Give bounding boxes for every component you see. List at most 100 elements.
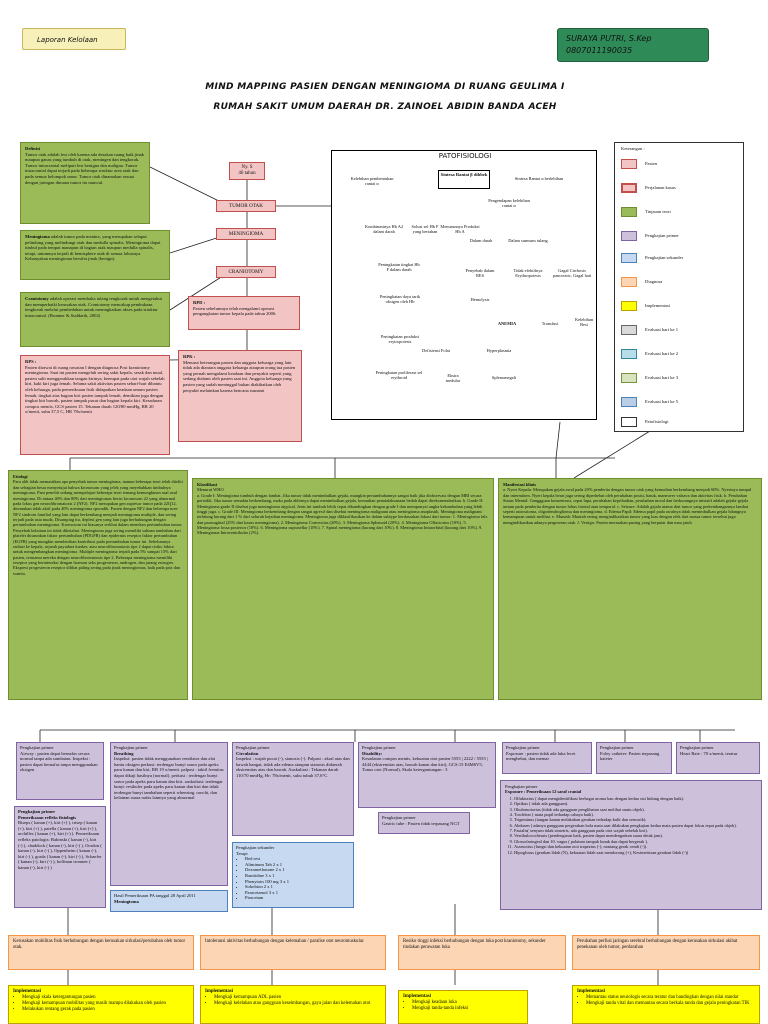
primer-refleks-sub: Pemeriksaan refleks fisiologis bbox=[18, 814, 77, 820]
cranial-item: Assesorius (fungsi dan kekuatan otot tra… bbox=[514, 844, 757, 849]
primer-circulation-box: Pengkajian primer Circulation Inspeksi :… bbox=[232, 742, 354, 836]
pato-node-19: Defisiensi Folat bbox=[422, 348, 450, 353]
legend-swatch bbox=[621, 325, 637, 335]
meningioma-heading: Meningioma bbox=[25, 234, 50, 239]
implementasi-item: Mengkaji kemampuan ADL pasien bbox=[214, 995, 381, 1001]
diagnosa-box-2: Intoleransi aktivitas berhubungan dengan… bbox=[200, 935, 386, 970]
rps-box: RPS : Pasien dirawat di ruang rawatan I … bbox=[20, 355, 170, 455]
primer-disability-text: Kesadaran compos mentis, kekuatan otot p… bbox=[362, 756, 488, 773]
legend-label: Diagnosa bbox=[645, 279, 663, 284]
patient-box: Ny. S 46 tahun bbox=[229, 162, 265, 180]
primer-circulation-text: Inspeksi : wajah pucat (-), sianosis (-)… bbox=[236, 756, 350, 778]
sekunder-item: Phenytoin 100 mg 3 x 1 bbox=[245, 879, 350, 885]
pato-node-14: Hemolysis bbox=[470, 297, 490, 302]
sekunder-item: Aliminum Tab 2 x 1 bbox=[245, 862, 350, 868]
primer-gastric-text: Gastric tube : Pasien tidak terpasang NG… bbox=[382, 820, 460, 826]
rpd-box: RPD : Pasien sebelumnya telah mengalami … bbox=[188, 296, 300, 330]
legend-label: Evaluasi hari ke 3 bbox=[645, 375, 679, 380]
sekunder-item: Dexamethasone 2 x 1 bbox=[245, 867, 350, 873]
legend-swatch bbox=[621, 183, 637, 193]
primer-disability-heading: Pengkajian primer bbox=[362, 745, 396, 750]
legend-swatch bbox=[621, 373, 637, 383]
cranial-item: Optikus ( tidak ada gangguan). bbox=[514, 801, 757, 806]
page-title-line1: MIND MAPPING PASIEN DENGAN MENINGIOMA DI… bbox=[205, 82, 565, 92]
implementasi-heading: Implementasi bbox=[403, 994, 431, 999]
primer-airway-text: Airway : pasien dapat bernafas secara no… bbox=[20, 750, 98, 773]
primer-refleks-text: Biseps ( kanan (+), kiri (+) ), trisep (… bbox=[18, 820, 102, 870]
cranial-item: Glossofaringeal dan 10. vagus ( palatum … bbox=[514, 839, 757, 844]
cranial-item: Trochlear ( mata pupil terhadap cahaya b… bbox=[514, 812, 757, 817]
legend-label: Evaluasi hari ke 5 bbox=[645, 399, 679, 404]
implementasi-heading: Implementasi bbox=[577, 989, 605, 994]
diagnosa-box-3: Resiko tinggi infeksi berhubungan dengan… bbox=[398, 935, 566, 970]
craniotomy-label: CRANIOTOMY bbox=[228, 269, 264, 275]
cranial-item: Olfaktorius ( dapat mengidentifikasi ber… bbox=[514, 796, 757, 801]
diagnosa-text: Intoleransi aktivitas berhubungan dengan… bbox=[205, 939, 365, 944]
tumor-otak-box: TUMOR OTAK bbox=[216, 200, 276, 212]
implementasi-box-1: Implementasi Mengkaji skala ketergantung… bbox=[8, 985, 194, 1024]
primer-refleks-heading: Pengkajian primer bbox=[18, 809, 56, 814]
cranial-nerve-box: Pengkajian primer Exposure : Pemeriksaan… bbox=[500, 780, 762, 910]
pato-node-7: Peningkatan tingkat Hb F dalam darah bbox=[378, 262, 420, 273]
diagnosa-text: Kerusakan mobilitas fisik berhubungan de… bbox=[13, 939, 186, 950]
rpd-text: Pasien sebelumnya telah mengalami operas… bbox=[193, 305, 277, 317]
rpk-heading: RPK : bbox=[183, 354, 196, 359]
legend-label: Implementasi bbox=[645, 303, 671, 308]
legend-label: Perjalanan kasus bbox=[645, 185, 676, 190]
legend-label: Pengkajian primer bbox=[645, 233, 679, 238]
cranial-item: Trigeminus (tangan kanan melakukan gerak… bbox=[514, 817, 757, 822]
craniotomy-definition-box: Craniotomy adalah operasi membuka tulang… bbox=[20, 292, 170, 347]
implementasi-item: Mengkaji tanda vital dan memantau secara… bbox=[586, 1001, 755, 1007]
legend-swatch bbox=[621, 301, 637, 311]
legend-swatch bbox=[621, 231, 637, 241]
pemeriksaan-pa-box: Hasil Pemeriksaan PA tanggal 28 April 20… bbox=[110, 890, 228, 912]
cranial-heading: Pengkajian primer bbox=[505, 784, 538, 789]
pato-node-20: Hyperplasmia bbox=[486, 348, 512, 353]
pato-node-4: Solusi sel Hb F yang bertahan bbox=[411, 224, 439, 235]
sekunder-item: Ranitidine 3 x 1 bbox=[245, 873, 350, 879]
meningioma-box: MENINGIOMA bbox=[216, 228, 276, 240]
klasifikasi-heading: Klasifikasi bbox=[197, 482, 218, 487]
pato-node-1: Kelebihan pembentukan rantai α bbox=[350, 176, 394, 187]
definisi-text: Tumor otak adalah lesi oleh karena ada d… bbox=[25, 151, 144, 185]
pato-node-8: Dalam darah bbox=[469, 238, 493, 243]
primer-breathing-heading: Pengkajian primer bbox=[114, 745, 148, 750]
rpd-heading: RPD : bbox=[193, 300, 206, 305]
implementasi-item: Mengkaji keadaan luka bbox=[412, 1000, 523, 1006]
implementasi-item: Melakukan rentang gerak pada pasien bbox=[22, 1007, 189, 1013]
primer-heart-box: Pengkajian primer Heart Rate : 78 x/meni… bbox=[676, 742, 760, 774]
primer-foley-box: Pengkajian primer Foley catheter: Pasien… bbox=[596, 742, 672, 774]
klasifikasi-intro: Menurut WHO bbox=[197, 487, 224, 493]
legend-box: Keterangan : Pasien Perjalanan kasus Tin… bbox=[614, 142, 744, 432]
pato-node-16: ANEMIA bbox=[497, 321, 517, 326]
etiologi-heading: Etiologi bbox=[13, 474, 28, 479]
sekunder-sub: Terapi bbox=[236, 850, 248, 856]
craniotomy-text: adalah operasi membuka tulang tengkorak … bbox=[25, 296, 162, 318]
implementasi-box-2: Implementasi Mengkaji kemampuan ADL pasi… bbox=[200, 985, 386, 1024]
primer-airway-heading: Pengkajian primer bbox=[20, 745, 54, 750]
legend-swatch bbox=[621, 277, 637, 287]
legend-label: Pasien bbox=[645, 161, 657, 166]
pato-node-22: Ekstra medular bbox=[445, 373, 461, 384]
pemeriksaan-pa-text: Hasil Pemeriksaan PA tanggal 28 April 20… bbox=[114, 893, 196, 898]
legend-swatch bbox=[621, 349, 637, 359]
implementasi-item: Mengkaji skala ketergantungan pasien bbox=[22, 995, 189, 1001]
klasifikasi-text: a. Grade I: Meningioma tumbuh dengan lam… bbox=[197, 492, 488, 536]
patofisiologi-frame bbox=[331, 150, 597, 420]
cranial-item: Vestibulocochearis (pendengaran baik, pa… bbox=[514, 833, 757, 838]
pato-node-17: Transfusi bbox=[541, 321, 559, 326]
primer-refleks-box: Pengkajian primer Pemeriksaan refleks fi… bbox=[14, 806, 106, 908]
sekunder-item: Paracetamol 3 x 1 bbox=[245, 890, 350, 896]
cranial-item: Abdusen ( adanya gangguan pergerakan bol… bbox=[514, 823, 757, 828]
legend-label: Pengkajian sekunder bbox=[645, 255, 684, 260]
report-tag: Laporan Kelolaan bbox=[22, 28, 126, 50]
implementasi-heading: Implementasi bbox=[13, 989, 41, 994]
primer-exposure-text: Exposure : pasien tidak ada luka lecet m… bbox=[506, 750, 576, 762]
primer-exposure-box: Pengkajian primer Exposure : pasien tida… bbox=[502, 742, 592, 774]
diagnosa-text: Resiko tinggi infeksi berhubungan dengan… bbox=[403, 939, 546, 950]
implementasi-box-3: Implementasi Mengkaji keadaan luka Mengk… bbox=[398, 990, 528, 1024]
manifestasi-heading: Manifestasi klinis bbox=[503, 482, 537, 487]
diagnosa-box-4: Perubahan perfusi jaringan serebral berh… bbox=[572, 935, 760, 970]
diagnosa-box-1: Kerusakan mobilitas fisik berhubungan de… bbox=[8, 935, 194, 970]
implementasi-box-4: Implementasi Memantau status neurologis … bbox=[572, 985, 760, 1024]
